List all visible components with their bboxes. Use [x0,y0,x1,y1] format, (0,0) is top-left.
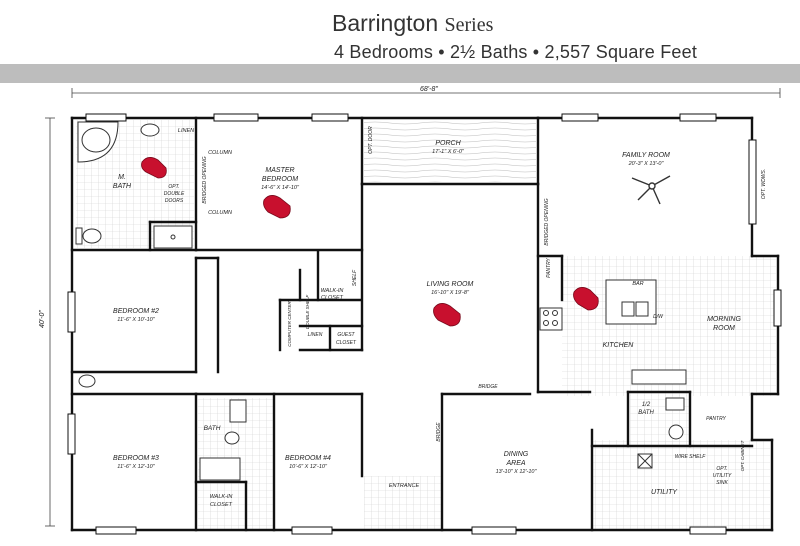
bridged-opening-left-label: BRIDGED OPENING [202,156,208,203]
walkin-master-label: WALK-IN [321,288,344,294]
utility-label: UTILITY [651,489,678,496]
windows [67,113,782,535]
porch-label: PORCH [435,140,461,147]
wire-shelf-label: WIRE SHELF [675,454,707,460]
walkin-b4-label-2: CLOSET [210,502,233,508]
pantry-right-label: PANTRY [706,416,726,422]
fixtures [75,121,687,481]
computer-center-label: COMPUTER CENTER [287,301,292,347]
master-size: 14'-6" X 14'-10" [261,185,300,191]
walkin-b4-label: WALK-IN [210,494,233,500]
family-label: FAMILY ROOM [622,152,670,159]
bedroom4-size: 10'-6" X 12'-10" [289,464,328,470]
opt-utility-sink-3: SINK [716,480,728,486]
column-top-label: COLUMN [208,150,232,156]
page-subtitle: 4 Bedrooms • 2½ Baths • 2,557 Square Fee… [334,42,698,62]
bedroom2-label: BEDROOM #2 [113,308,159,315]
walls [70,116,780,532]
opt-wdws-label: OPT. WDWS. [761,169,767,199]
morning-label: MORNING [707,316,741,323]
bridged-opening-right-label: BRIDGED OPENING [544,198,550,245]
guest-closet-label-2: CLOSET [336,340,357,346]
dimension-lines [45,88,781,527]
opt-cabinet-label: OPT. CABINET [740,439,745,471]
opt-utility-sink-1: OPT. [716,466,727,472]
master-label-2: BEDROOM [262,176,298,183]
dining-label: DINING [504,451,529,458]
dimension-width: 68'-8" [420,86,438,93]
red-markers [141,157,599,327]
double-shelf-label: DOUBLE SHELF [305,295,310,330]
opt-door-label: OPT. DOOR [368,126,374,154]
gray-band [0,64,800,83]
marker-master-bedroom [263,195,291,219]
guest-closet-label: GUEST [337,332,355,338]
entrance-label: ENTRANCE [389,483,420,489]
marker-living-room [433,303,461,327]
bedroom2-size: 11'-6" X 10'-10" [117,317,155,323]
dw-label: D/W [653,314,664,320]
linen-top-label: LINEN [178,128,194,134]
page-title: Barrington Series [332,10,493,37]
bridge-top-label: BRIDGE [478,384,498,390]
bedroom3-size: 11'-6" X 12'-10" [117,464,155,470]
m-bath-label: M. [118,174,126,181]
living-size: 16'-10" X 19'-8" [431,290,470,296]
dimension-depth: 40'-0" [39,310,46,328]
title-name: Barrington [332,10,439,36]
master-label: MASTER [265,167,294,174]
dining-label-2: AREA [505,460,525,467]
morning-label-2: ROOM [713,325,735,332]
linen-mid-label: LINEN [308,332,323,338]
column-bottom-label: COLUMN [208,210,232,216]
walkin-master-label-2: CLOSET [321,295,344,301]
dining-size: 13'-10" X 12'-10" [496,469,538,475]
bath-label: BATH [204,425,221,432]
half-bath-label: 1/2 [642,402,651,408]
pantry-top-label: PANTRY [546,257,552,277]
m-bath-label-2: BATH [113,183,132,190]
m-bath-note-2: DOUBLE [164,191,185,197]
m-bath-note-3: DOORS [165,198,184,204]
ceiling-fan-icon [631,175,671,205]
bar-label: BAR [632,281,643,287]
marker-master-bath [141,157,167,179]
header: Barrington Series 4 Bedrooms • 2½ Baths … [0,0,800,68]
shelf-label: SHELF [352,269,358,286]
floor-fills [76,120,776,530]
bridge-left-label: BRIDGE [436,422,442,442]
title-series: Series [444,14,494,36]
living-label: LIVING ROOM [427,281,474,288]
m-bath-note-1: OPT. [168,184,179,190]
kitchen-label: KITCHEN [603,342,635,349]
half-bath-label-2: BATH [638,410,654,416]
room-labels: LINEN COLUMN COLUMN BRIDGED OPENING M. B… [113,126,767,508]
marker-kitchen [573,287,599,311]
porch-size: 17'-1" X 6'-0" [432,149,465,155]
bedroom3-label: BEDROOM #3 [113,455,159,462]
opt-utility-sink-2: UTILITY [713,473,732,479]
bedroom4-label: BEDROOM #4 [285,455,331,462]
family-size: 20'-3" X 13'-0" [628,161,665,167]
